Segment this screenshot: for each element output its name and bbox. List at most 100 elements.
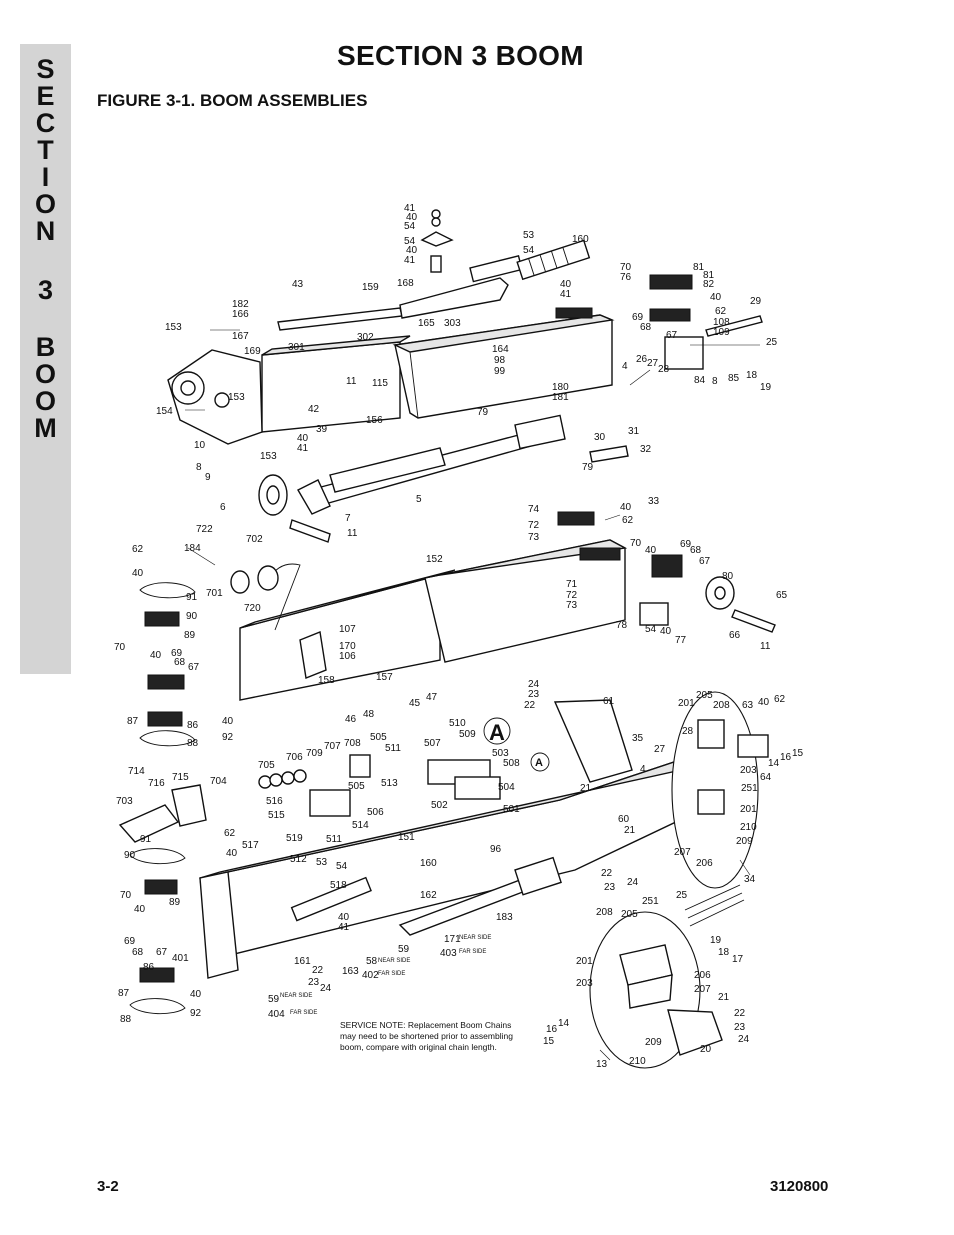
callout-label: 8 [712, 376, 718, 387]
callout-label: 40 [560, 279, 572, 290]
callout-label: 69 [171, 648, 183, 659]
callout-label: 65 [776, 590, 788, 601]
callout-label: 89 [184, 630, 196, 641]
callout-label: 514 [352, 820, 369, 831]
callout-label: 90 [124, 850, 136, 861]
callout-label: 203 [740, 765, 757, 776]
callout-label: 54 [404, 236, 416, 247]
callout-label: 706 [286, 752, 303, 763]
callout-label: 301 [288, 342, 305, 353]
callout-label: 182 [232, 299, 249, 310]
side-tab-letter: O [34, 189, 56, 219]
callout-label: 34 [744, 874, 756, 885]
callout-label: 53 [316, 857, 328, 868]
callout-label: 402 [362, 970, 379, 981]
callout-label: 16 [780, 752, 792, 763]
callout-label: 502 [431, 800, 448, 811]
callout-label: 21 [624, 825, 636, 836]
callout-label: 6 [220, 502, 226, 513]
callout-label: 704 [210, 776, 227, 787]
callout-label: 41 [560, 289, 572, 300]
callout-label: 15 [543, 1036, 555, 1047]
callout-label: 22 [601, 868, 613, 879]
side-tab-letter: B [35, 332, 56, 362]
far-side-note: FAR SIDE [290, 1010, 317, 1016]
callout-label: 183 [496, 912, 513, 923]
callout-label: 108 [713, 317, 730, 328]
callout-label: 11 [760, 641, 771, 652]
callout-label: 40 [406, 212, 418, 223]
near-side-note: NEAR SIDE [459, 935, 491, 941]
callout-label: 720 [244, 603, 261, 614]
callout-label: 210 [629, 1056, 646, 1067]
callout-label: 59 [268, 994, 280, 1005]
callout-label: 67 [666, 330, 678, 341]
callout-label: 46 [345, 714, 357, 725]
callout-label: 4 [640, 764, 646, 775]
callout-label: 45 [409, 698, 421, 709]
callout-label: 31 [628, 426, 640, 437]
side-tab-letter: I [41, 162, 50, 192]
callout-label: 81 [693, 262, 705, 273]
callout-label: 23 [604, 882, 616, 893]
callout-label: 23 [308, 977, 320, 988]
callout-label: 25 [676, 890, 688, 901]
callout-label: 203 [576, 978, 593, 989]
callout-label: 507 [424, 738, 441, 749]
callout-label: 40 [645, 545, 657, 556]
callout-label: 181 [552, 392, 569, 403]
callout-label: 15 [792, 748, 804, 759]
callout-label: 22 [524, 700, 536, 711]
side-tab-letter: O [34, 359, 56, 389]
callout-label: 62 [774, 694, 786, 705]
callout-label: 152 [426, 554, 443, 565]
callout-label: 80 [722, 571, 734, 582]
callout-label: 40 [620, 502, 632, 513]
callout-label: 715 [172, 772, 189, 783]
callout-label: 40 [710, 292, 722, 303]
callout-label: 8 [196, 462, 202, 473]
callout-label: 22 [312, 965, 324, 976]
callout-label: 39 [316, 424, 328, 435]
callout-label: 88 [187, 738, 199, 749]
callout-label: 184 [184, 543, 201, 554]
callout-label: 42 [308, 404, 320, 415]
callout-label: 510 [449, 718, 466, 729]
callout-label: 61 [603, 696, 615, 707]
callout-label: 517 [242, 840, 259, 851]
callout-label: 35 [632, 733, 644, 744]
callout-label: 702 [246, 534, 263, 545]
callout-label: 98 [494, 355, 506, 366]
callout-label: 518 [330, 880, 347, 891]
far-side-note: FAR SIDE [459, 949, 486, 955]
page-title: SECTION 3 BOOM [337, 40, 584, 71]
callout-label: 70 [620, 262, 632, 273]
callout-label: 159 [362, 282, 379, 293]
document-number: 3120800 [770, 1178, 829, 1195]
callout-label: 17 [732, 954, 744, 965]
callout-label: 161 [294, 956, 311, 967]
callout-label: 20 [700, 1044, 712, 1055]
callout-label: 167 [232, 331, 249, 342]
callout-label: 4 [622, 361, 628, 372]
callout-label: 60 [618, 814, 630, 825]
callout-label: 40 [134, 904, 146, 915]
callout-label: 53 [523, 230, 535, 241]
callout-label: 10 [194, 440, 206, 451]
detail-marker-a: A [489, 720, 505, 745]
callout-label: 40 [297, 433, 309, 444]
callout-label: 91 [140, 834, 152, 845]
callout-label: 48 [363, 709, 375, 720]
callout-label: 208 [596, 907, 613, 918]
callout-label: 19 [760, 382, 772, 393]
callout-label: 70 [630, 538, 642, 549]
callout-label: 73 [528, 532, 540, 543]
callout-label: 54 [404, 221, 416, 232]
callout-label: 508 [503, 758, 520, 769]
callout-label: 156 [366, 415, 383, 426]
callout-label: 68 [132, 947, 144, 958]
callout-label: 23 [528, 689, 540, 700]
callout-label: 67 [156, 947, 168, 958]
callout-label: 153 [165, 322, 182, 333]
callout-label: 67 [188, 662, 200, 673]
